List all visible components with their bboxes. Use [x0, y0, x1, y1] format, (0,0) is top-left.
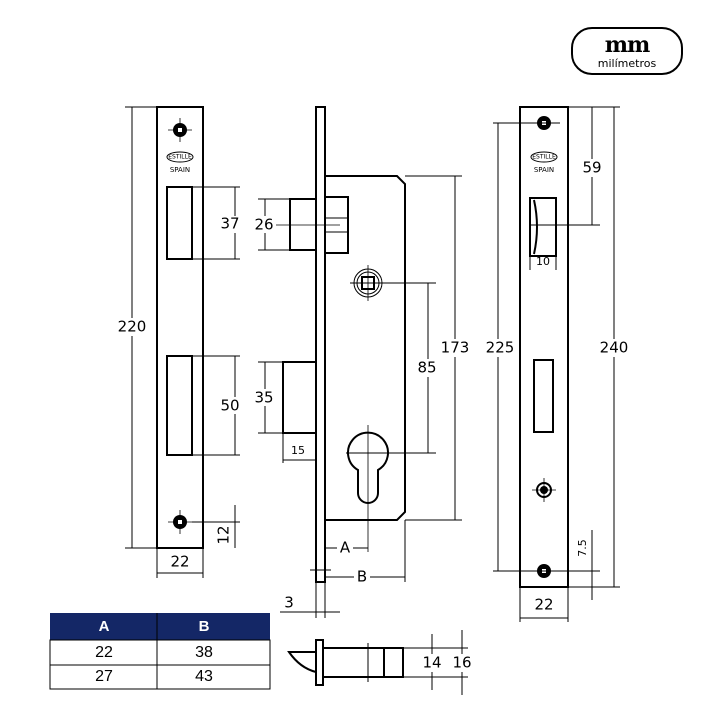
- screw-hole-icon: [532, 478, 556, 502]
- lock-top-view: 14 16: [287, 630, 472, 695]
- dim-bolt-throw: 15: [291, 444, 305, 457]
- dim-slot-offset: 59: [582, 159, 601, 177]
- brand-origin: SPAIN: [534, 166, 554, 174]
- cylinder-hole-icon: [347, 431, 389, 504]
- dim-bolt: 35: [254, 389, 273, 407]
- screw-hole-icon: [168, 118, 192, 142]
- table-cell: 38: [195, 644, 213, 661]
- brand-badge: ESTILLE: [168, 154, 192, 161]
- dim-height: 220: [118, 318, 147, 336]
- dim-case-height: 173: [441, 339, 470, 357]
- dim-hole-offset: 12: [215, 525, 233, 544]
- strike-plate-view: ESTILLE SPAIN 225 240 59 10 7.5 22: [480, 106, 632, 622]
- screw-hole-icon: [168, 510, 192, 534]
- logo-mark: mm: [605, 32, 650, 58]
- brand-logo: mm milímetros: [571, 27, 683, 75]
- dim-width: 22: [170, 553, 189, 571]
- table-cell: 22: [95, 644, 113, 661]
- dim-backset: A: [340, 539, 351, 557]
- dim-case-depth: B: [357, 568, 367, 586]
- brand-badge-icon: [166, 151, 194, 163]
- table-cell: 27: [95, 668, 113, 685]
- brand-badge: ESTILLE: [532, 154, 556, 161]
- dim-height: 240: [600, 339, 629, 357]
- dim-slot-top: 37: [220, 215, 239, 233]
- dimension-table: A B 22 38 27 43: [49, 613, 271, 690]
- table-header-b: B: [199, 618, 210, 635]
- dim-slot-width: 10: [536, 255, 550, 268]
- dim-outer: 16: [452, 654, 471, 672]
- front-faceplate-view: ESTILLE SPAIN 220 37 50 12 22: [118, 106, 244, 578]
- dim-slot-bottom: 50: [220, 397, 239, 415]
- dim-latch: 26: [254, 216, 273, 234]
- dim-hole-spacing: 225: [486, 339, 515, 357]
- logo-name: milímetros: [598, 57, 657, 70]
- dim-faceplate: 3: [284, 594, 294, 612]
- brand-badge-icon: [530, 151, 558, 163]
- lock-body-side-view: 26 35 15 85 173 A B 3: [252, 106, 472, 618]
- brand-origin: SPAIN: [170, 166, 190, 174]
- table-cell: 43: [195, 668, 213, 685]
- dim-hole-offset: 7.5: [576, 539, 589, 557]
- dim-width: 22: [534, 596, 553, 614]
- dim-inner: 14: [422, 654, 441, 672]
- table-header-a: A: [99, 618, 110, 635]
- dim-center-distance: 85: [417, 359, 436, 377]
